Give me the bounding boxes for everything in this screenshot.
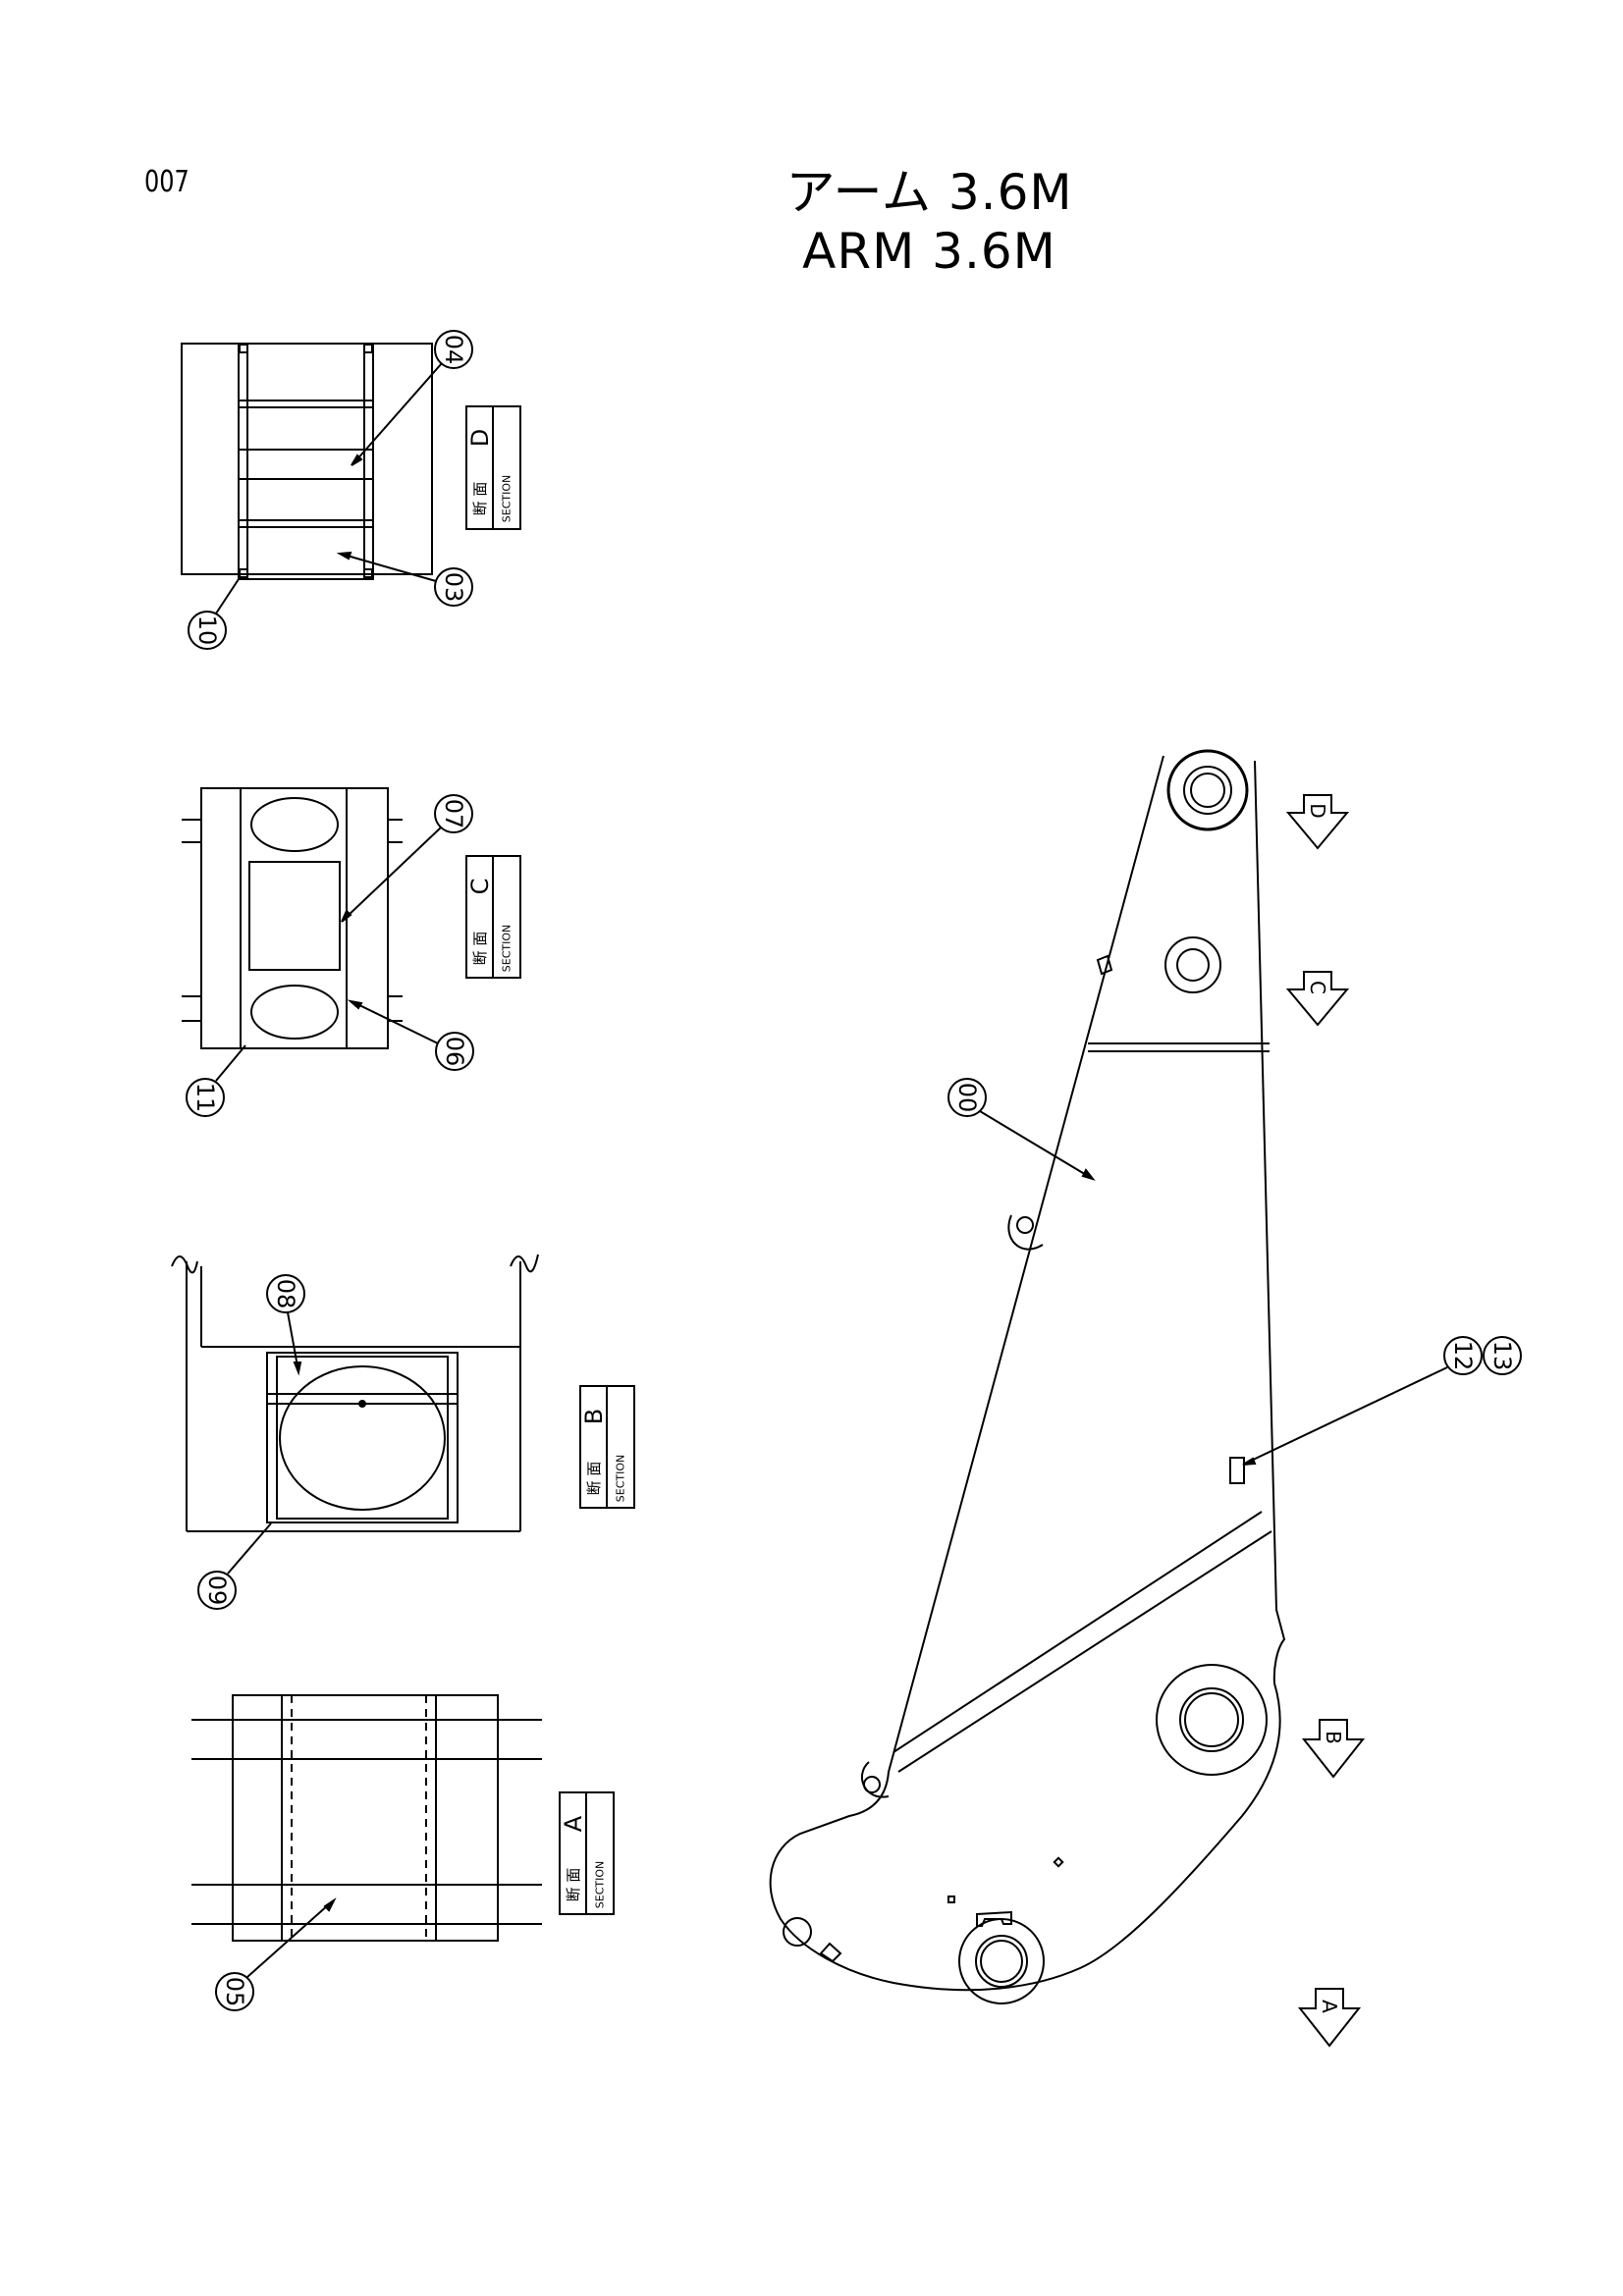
- section-label-d: 断 面 SECTION D: [465, 405, 521, 530]
- callout-group-c: 07 06 11: [186, 794, 474, 1117]
- section-letter-a: A: [560, 1815, 587, 1832]
- section-word-en-a: SECTION: [594, 1861, 607, 1908]
- arrow-letter-c: C: [1306, 981, 1329, 994]
- section-b-view: [171, 1254, 539, 1532]
- callout-11: 11: [191, 1083, 219, 1113]
- section-word-jp-a: 断 面: [565, 1868, 582, 1902]
- section-arrow-c: C: [1285, 971, 1350, 1027]
- page-title: アーム 3.6M ARM 3.6M: [0, 163, 1623, 281]
- callout-05: 05: [221, 1977, 248, 2007]
- section-word-jp-b: 断 面: [585, 1462, 603, 1496]
- section-letter-c: C: [466, 879, 494, 895]
- callout-00: 00: [953, 1083, 981, 1113]
- section-word-jp-c: 断 面: [471, 932, 489, 966]
- arrow-letter-b: B: [1322, 1731, 1345, 1744]
- callout-10: 10: [193, 615, 221, 646]
- section-arrow-d: D: [1285, 794, 1350, 850]
- title-english: ARM 3.6M: [802, 223, 1056, 280]
- callout-12: 12: [1449, 1341, 1477, 1371]
- callout-group-main: 00 12 13: [947, 1078, 1522, 1466]
- arrow-letter-a: A: [1318, 2000, 1341, 2013]
- callout-04: 04: [440, 335, 467, 365]
- section-word-en-b: SECTION: [615, 1455, 627, 1502]
- section-a-view: [191, 1694, 542, 1942]
- arm-main-view: [769, 749, 1286, 2004]
- callout-group-a: 05: [215, 1897, 337, 2011]
- callout-13: 13: [1488, 1341, 1516, 1371]
- arrow-letter-d: D: [1306, 803, 1329, 818]
- callout-group-b: 08 09: [197, 1274, 305, 1610]
- section-arrow-b: B: [1301, 1719, 1366, 1779]
- section-letter-b: B: [580, 1409, 608, 1424]
- section-label-c: 断 面 SECTION C: [465, 855, 521, 979]
- callout-07: 07: [440, 799, 467, 829]
- section-label-b: 断 面 SECTION B: [579, 1385, 635, 1509]
- title-japanese: アーム 3.6M: [785, 164, 1073, 221]
- section-letter-d: D: [466, 429, 494, 447]
- section-word-jp-d: 断 面: [471, 482, 489, 516]
- callout-09: 09: [203, 1575, 231, 1606]
- section-word-en-d: SECTION: [501, 475, 514, 522]
- callout-group-d: 04 03 10: [188, 330, 473, 650]
- section-arrow-a: A: [1297, 1988, 1362, 2048]
- section-word-en-c: SECTION: [501, 925, 514, 972]
- section-label-a: 断 面 SECTION A: [559, 1791, 615, 1915]
- callout-06: 06: [441, 1037, 468, 1067]
- page-number: 007: [144, 165, 189, 199]
- section-d-view: [181, 343, 433, 580]
- callout-03: 03: [440, 572, 467, 603]
- callout-08: 08: [272, 1279, 299, 1309]
